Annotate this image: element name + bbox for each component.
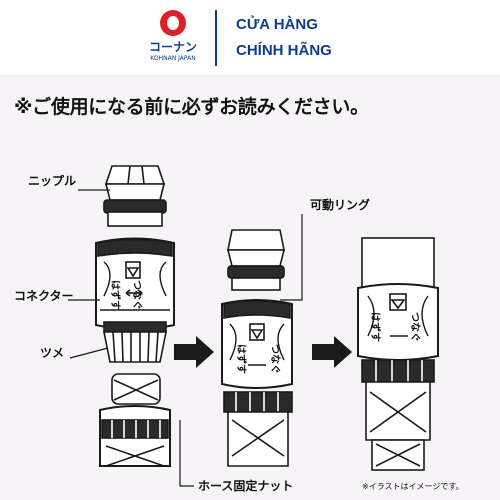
hazusu-text-right: はずす: [369, 312, 380, 342]
official-store-line1: CỬA HÀNG: [236, 16, 318, 33]
right-assembly: [357, 237, 439, 471]
label-nipple: ニップル: [28, 174, 77, 188]
hose-nut-part: [99, 405, 171, 467]
middle-assembly: [221, 229, 293, 467]
logo-text-en: KOHNAN JAPAN: [150, 55, 196, 62]
tsunagu-text-middle: つなぐ: [269, 344, 280, 374]
logo-mark-icon: [160, 10, 186, 36]
kohnan-logo: コーナン KOHNAN JAPAN: [142, 10, 204, 68]
nipple-part: [103, 165, 167, 227]
header-divider: [215, 10, 217, 66]
warning-heading: ※ご使用になる前に必ずお読みください。: [14, 96, 369, 118]
arrow-right-icon: [312, 336, 352, 368]
logo-text-jp: コーナン: [148, 40, 197, 54]
hose-part: [111, 373, 161, 405]
label-hose-nut: ホース固定ナット: [198, 479, 294, 493]
illustration-footnote: ※イラストはイメージです。: [362, 482, 464, 491]
label-movable-ring: 可動リング: [310, 198, 371, 212]
official-store-line2: CHÍNH HÃNG: [236, 42, 332, 59]
store-header: コーナン KOHNAN JAPAN CỬA HÀNG CHÍNH HÃNG: [0, 0, 500, 75]
label-claw: ツメ: [40, 346, 65, 360]
tsunagu-text-right: つなぐ: [409, 312, 420, 342]
arrow-right-icon: [174, 336, 214, 368]
tsunagu-text-left: つなぐ: [131, 280, 142, 310]
claw-part: [103, 321, 167, 363]
connector-part: [95, 237, 175, 331]
label-connector: コネクター: [14, 289, 74, 303]
hazusu-text-left: はずす: [109, 280, 120, 310]
hazusu-text-middle: はずす: [235, 344, 246, 374]
